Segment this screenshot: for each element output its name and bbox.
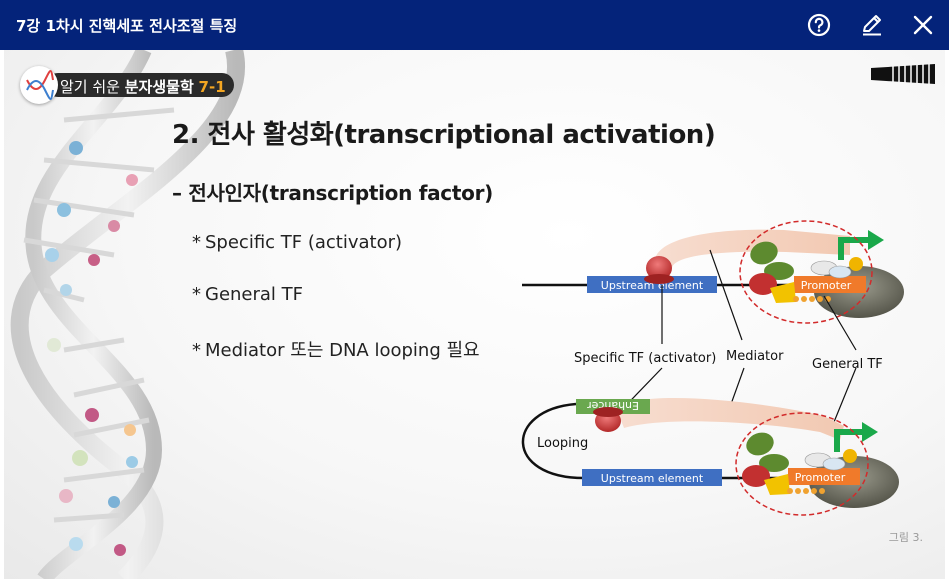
bullet-item: *General TF — [192, 284, 304, 305]
figure-caption: 그림 3. — [888, 531, 923, 544]
general-tf-label: General TF — [812, 357, 883, 372]
publisher-logo-icon — [871, 64, 935, 84]
mediator-model: Upstream element Promoter — [522, 220, 904, 324]
brand-title: 알기 쉬운 분자생물학 7-1 — [60, 78, 226, 96]
promoter-label: Promoter — [801, 279, 852, 292]
lecture-slide: 알기 쉬운 분자생물학 7-1 2. 전사 활성화(transcriptiona… — [4, 50, 945, 579]
transcription-activation-diagram: Upstream element Promoter — [521, 220, 904, 516]
specific-tf-shape — [646, 256, 672, 280]
close-button[interactable] — [908, 10, 938, 40]
brand-pill — [46, 73, 234, 97]
upstream-element-label: Upstream element — [601, 279, 704, 292]
pencil-icon — [863, 15, 881, 36]
promoter-box — [788, 468, 860, 485]
window-title: 7강 1차시 진핵세포 전사조절 특징 — [16, 17, 238, 35]
slide-heading: 2. 전사 활성화(transcriptional activation) — [172, 120, 716, 150]
close-icon — [913, 15, 933, 35]
general-tf-highlight-circle — [739, 220, 873, 324]
edit-button[interactable] — [857, 10, 887, 40]
looping-model: Enhancer Looping Upstream element Promot… — [521, 398, 899, 516]
upstream-element-label: Upstream element — [601, 472, 704, 485]
bullet-item: *Mediator 또는 DNA looping 필요 — [192, 340, 480, 361]
mediator-label: Mediator — [726, 349, 784, 364]
transcription-start-arrow — [834, 429, 864, 452]
brand-logo-icon — [20, 66, 58, 104]
help-button[interactable] — [804, 10, 834, 40]
general-tf-highlight-circle — [735, 412, 869, 516]
transcription-start-arrow — [838, 237, 870, 260]
slide-subheading: – 전사인자(transcription factor) — [172, 181, 493, 205]
promoter-label: Promoter — [795, 471, 846, 484]
course-brand-badge: 알기 쉬운 분자생물학 7-1 — [20, 66, 240, 104]
promoter-box — [794, 276, 866, 293]
title-bar: 7강 1차시 진핵세포 전사조절 특징 — [0, 0, 949, 50]
upstream-element-box — [582, 469, 722, 486]
bullet-item: *Specific TF (activator) — [192, 232, 403, 253]
upstream-element-box — [587, 276, 717, 293]
looping-label: Looping — [537, 436, 588, 451]
help-circle-icon — [807, 13, 831, 37]
specific-tf-label: Specific TF (activator) — [574, 351, 716, 366]
dna-helix-illustration — [10, 50, 245, 579]
